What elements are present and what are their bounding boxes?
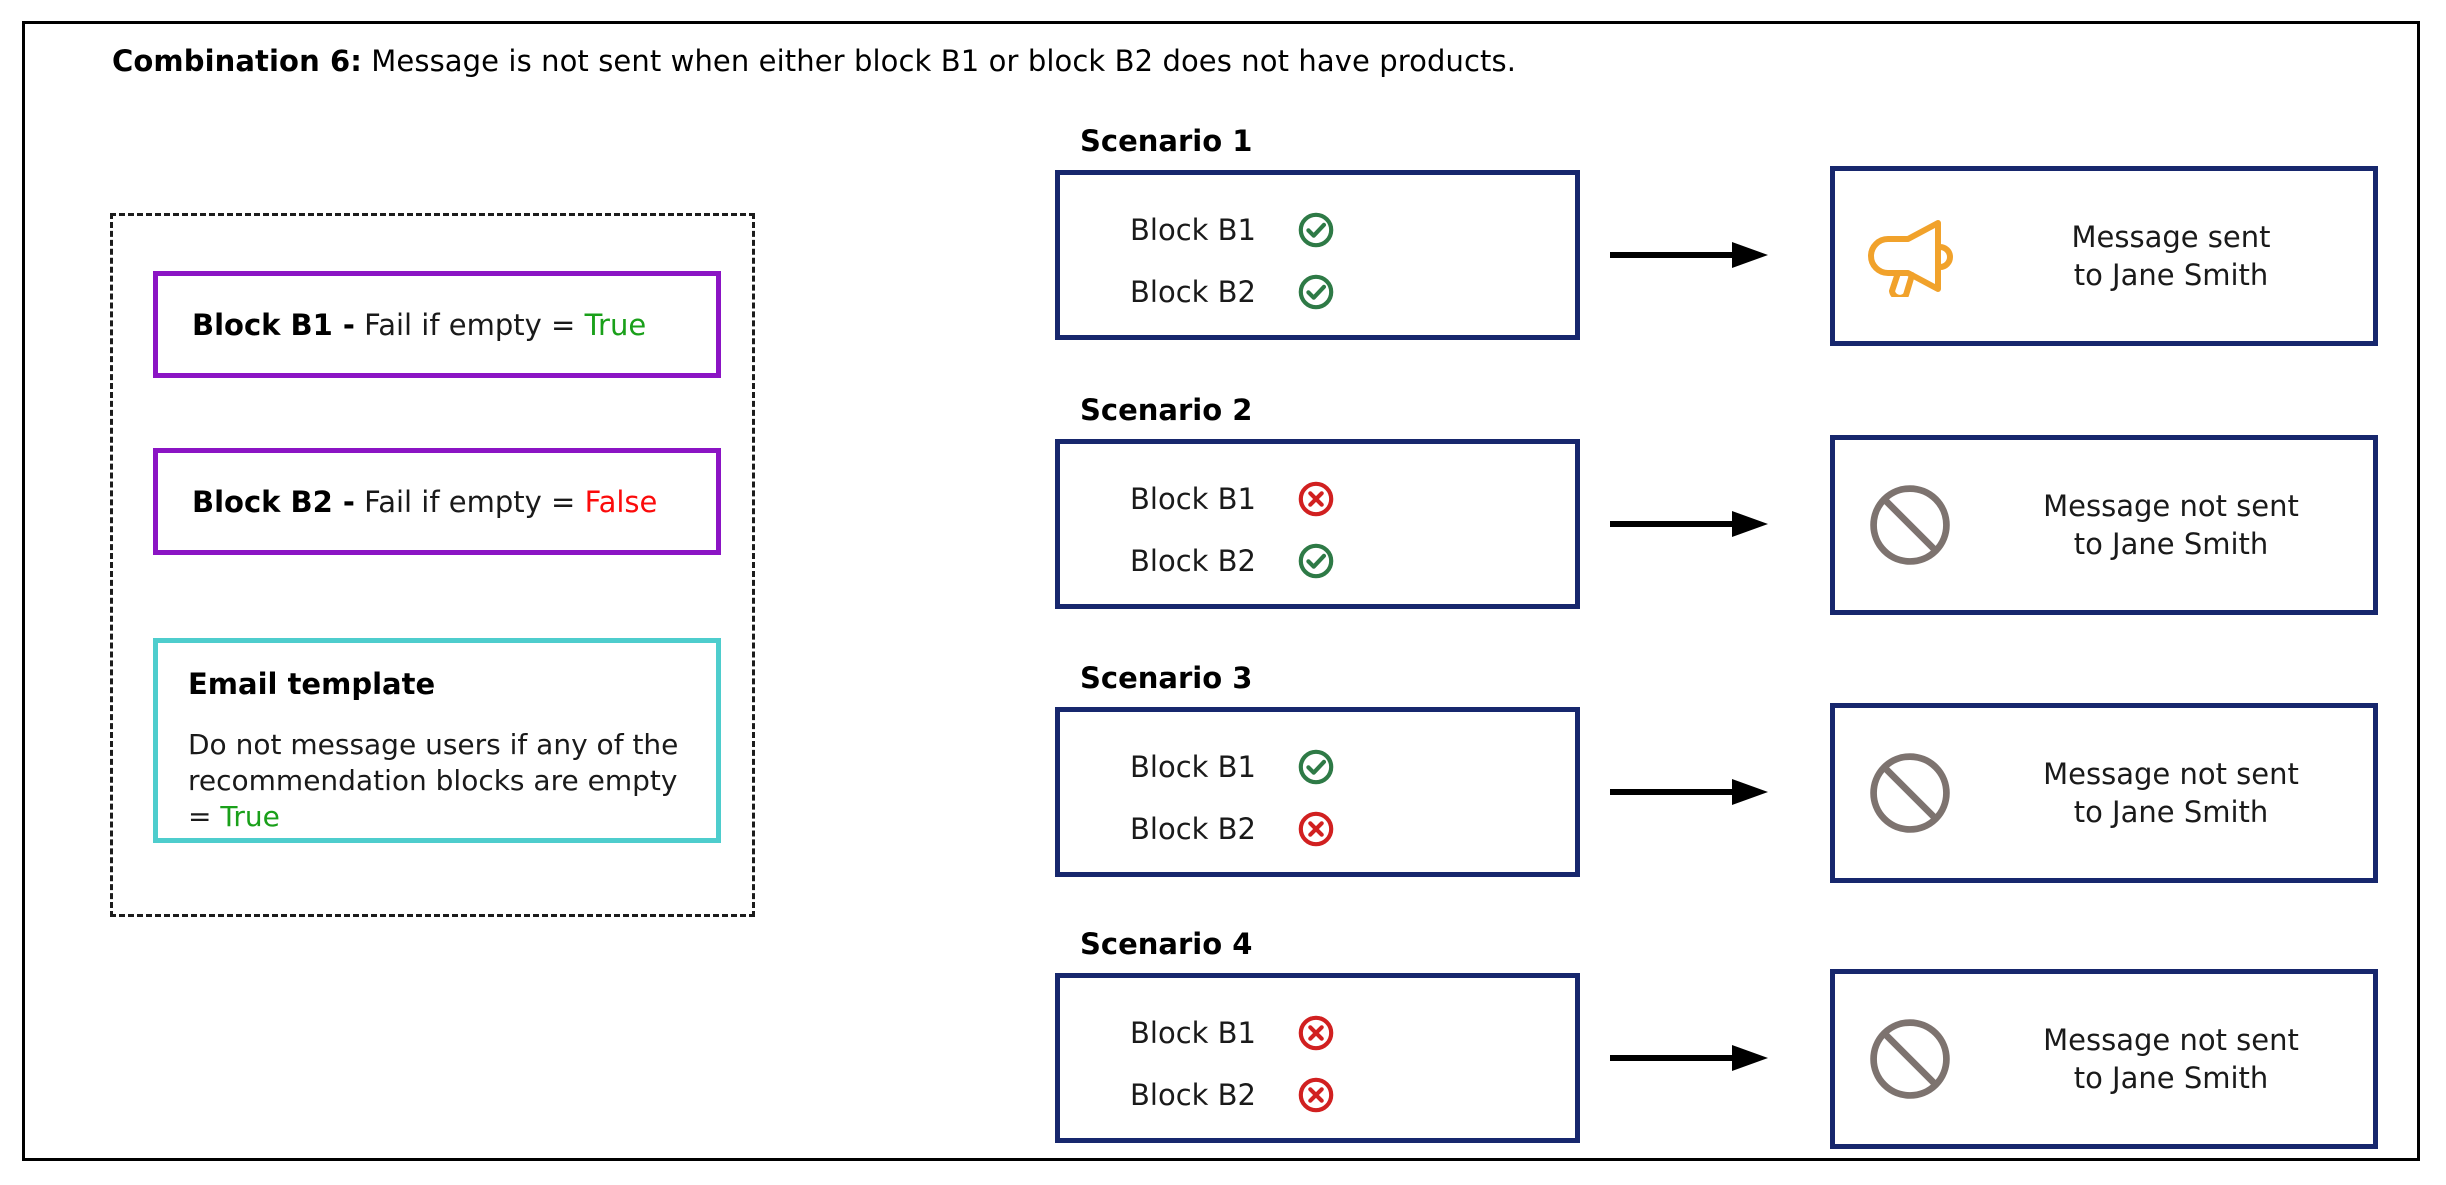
- result-line-2: to Jane Smith: [2073, 1061, 2269, 1095]
- check-circle-icon: [1297, 273, 1335, 311]
- scenario-blocks-box-3: Block B1 Block B2: [1055, 707, 1580, 877]
- email-template-value: True: [220, 799, 280, 833]
- scenario-result-box-3: Message not sent to Jane Smith: [1830, 703, 2378, 883]
- outer-frame: [22, 21, 2420, 1161]
- scenario-label-2: Scenario 2: [1080, 393, 1253, 427]
- email-template-body-text: Do not message users if any of the recom…: [188, 728, 679, 833]
- scenario-block-label: Block B1: [1130, 750, 1256, 784]
- scenario-block-line: Block B2: [1060, 261, 1575, 323]
- block-config-value-b1: True: [584, 307, 647, 342]
- scenario-label-1: Scenario 1: [1080, 124, 1253, 158]
- scenario-block-label: Block B2: [1130, 1078, 1256, 1112]
- blocked-icon: [1835, 479, 1985, 571]
- email-template-title: Email template: [188, 667, 436, 701]
- result-line-1: Message not sent: [2043, 1022, 2299, 1057]
- block-config-text-b1: Block B1 - Fail if empty = True: [192, 308, 646, 342]
- scenario-block-label: Block B1: [1130, 213, 1256, 247]
- check-circle-icon: [1297, 542, 1335, 580]
- scenario-block-line: Block B1: [1060, 199, 1575, 261]
- scenario-result-text-3: Message not sent to Jane Smith: [1985, 755, 2373, 832]
- check-circle-icon: [1297, 748, 1335, 786]
- result-line-2: to Jane Smith: [2073, 795, 2269, 829]
- cross-circle-icon: [1297, 1076, 1335, 1114]
- scenario-result-box-1: Message sent to Jane Smith: [1830, 166, 2378, 346]
- scenario-block-label: Block B1: [1130, 1016, 1256, 1050]
- block-config-card-b2[interactable]: Block B2 - Fail if empty = False: [153, 448, 721, 555]
- scenario-result-box-2: Message not sent to Jane Smith: [1830, 435, 2378, 615]
- scenario-block-label: Block B2: [1130, 544, 1256, 578]
- megaphone-icon: [1835, 215, 1985, 297]
- blocked-icon: [1835, 1013, 1985, 1105]
- cross-circle-icon: [1297, 480, 1335, 518]
- scenario-result-box-4: Message not sent to Jane Smith: [1830, 969, 2378, 1149]
- scenario-block-line: Block B1: [1060, 1002, 1575, 1064]
- cross-circle-icon: [1297, 1014, 1335, 1052]
- scenario-result-text-2: Message not sent to Jane Smith: [1985, 487, 2373, 564]
- arrow-right-icon: [1610, 509, 1770, 539]
- block-config-value-b2: False: [584, 484, 658, 519]
- scenario-result-text-4: Message not sent to Jane Smith: [1985, 1021, 2373, 1098]
- result-line-2: to Jane Smith: [2073, 527, 2269, 561]
- arrow-right-icon: [1610, 240, 1770, 270]
- arrow-right-icon: [1610, 1043, 1770, 1073]
- email-template-card[interactable]: Email template Do not message users if a…: [153, 638, 721, 843]
- scenario-block-line: Block B1: [1060, 736, 1575, 798]
- result-line-1: Message not sent: [2043, 756, 2299, 791]
- scenario-block-label: Block B2: [1130, 275, 1256, 309]
- block-config-setting-b1: Fail if empty =: [354, 307, 585, 342]
- scenario-block-line: Block B2: [1060, 1064, 1575, 1126]
- result-line-1: Message not sent: [2043, 488, 2299, 523]
- scenario-block-line: Block B2: [1060, 798, 1575, 860]
- block-config-card-b1[interactable]: Block B1 - Fail if empty = True: [153, 271, 721, 378]
- scenario-block-line: Block B1: [1060, 468, 1575, 530]
- block-config-text-b2: Block B2 - Fail if empty = False: [192, 485, 657, 519]
- scenario-result-text-1: Message sent to Jane Smith: [1985, 218, 2373, 295]
- result-line-1: Message sent: [2071, 219, 2271, 254]
- scenario-label-3: Scenario 3: [1080, 661, 1253, 695]
- block-config-setting-b2: Fail if empty =: [354, 484, 585, 519]
- scenario-blocks-box-1: Block B1 Block B2: [1055, 170, 1580, 340]
- arrow-right-icon: [1610, 777, 1770, 807]
- block-config-name-b2: Block B2 -: [192, 484, 355, 519]
- block-config-name-b1: Block B1 -: [192, 307, 355, 342]
- page-title-rest: Message is not sent when either block B1…: [361, 44, 1517, 78]
- page-title-prefix: Combination 6:: [112, 44, 362, 78]
- email-template-body: Do not message users if any of the recom…: [188, 727, 686, 834]
- result-line-2: to Jane Smith: [2073, 258, 2269, 292]
- check-circle-icon: [1297, 211, 1335, 249]
- scenario-block-label: Block B2: [1130, 812, 1256, 846]
- scenario-block-line: Block B2: [1060, 530, 1575, 592]
- scenario-label-4: Scenario 4: [1080, 927, 1253, 961]
- cross-circle-icon: [1297, 810, 1335, 848]
- scenario-block-label: Block B1: [1130, 482, 1256, 516]
- scenario-blocks-box-4: Block B1 Block B2: [1055, 973, 1580, 1143]
- blocked-icon: [1835, 747, 1985, 839]
- page-title: Combination 6: Message is not sent when …: [112, 44, 1516, 78]
- scenario-blocks-box-2: Block B1 Block B2: [1055, 439, 1580, 609]
- config-panel: Block B1 - Fail if empty = True Block B2…: [110, 213, 755, 917]
